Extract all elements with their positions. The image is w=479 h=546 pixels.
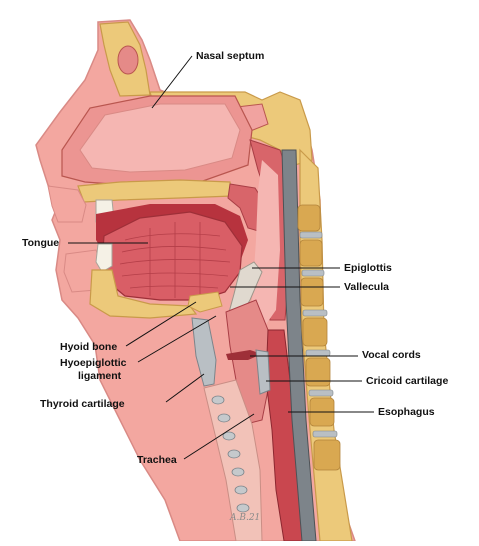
lower-incisor bbox=[95, 243, 113, 273]
label-vallecula: Vallecula bbox=[344, 281, 389, 293]
frontal-sinus bbox=[117, 45, 139, 75]
leader-hyoepiglottic bbox=[137, 315, 217, 363]
artist-signature: A.B.21 bbox=[229, 513, 260, 523]
label-hyoid-bone: Hyoid bone bbox=[60, 341, 117, 353]
vocal-cords-shape bbox=[226, 350, 262, 360]
leader-hyoid-bone bbox=[125, 301, 197, 347]
tongue-muscle-fibers bbox=[119, 222, 231, 298]
leader-nasal-septum bbox=[151, 55, 193, 109]
tracheal-rings bbox=[211, 395, 250, 513]
leader-thyroid bbox=[165, 373, 205, 403]
label-nasal-septum: Nasal septum bbox=[196, 50, 264, 62]
upper-lip bbox=[47, 185, 87, 223]
label-hyoepiglottic-line1: Hyoepiglottic bbox=[60, 357, 127, 369]
label-hyoepiglottic-line2: ligament bbox=[78, 370, 122, 382]
vertebral-column bbox=[297, 148, 353, 542]
nasal-septum-shape bbox=[79, 103, 241, 173]
cricoid-cartilage-shape bbox=[255, 349, 271, 395]
thyroid-cartilage-shape bbox=[191, 317, 217, 387]
leader-trachea bbox=[183, 413, 255, 460]
mandible bbox=[89, 269, 198, 319]
label-trachea: Trachea bbox=[137, 454, 177, 466]
hyoid-bone-shape bbox=[187, 291, 223, 313]
label-epiglottis: Epiglottis bbox=[344, 262, 392, 274]
label-cricoid-cartilage: Cricoid cartilage bbox=[366, 375, 448, 387]
label-thyroid-cartilage: Thyroid cartilage bbox=[40, 398, 125, 410]
leader-lines bbox=[68, 55, 374, 460]
label-vocal-cords: Vocal cords bbox=[362, 349, 421, 361]
label-tongue: Tongue bbox=[22, 237, 59, 249]
label-esophagus: Esophagus bbox=[378, 406, 435, 418]
